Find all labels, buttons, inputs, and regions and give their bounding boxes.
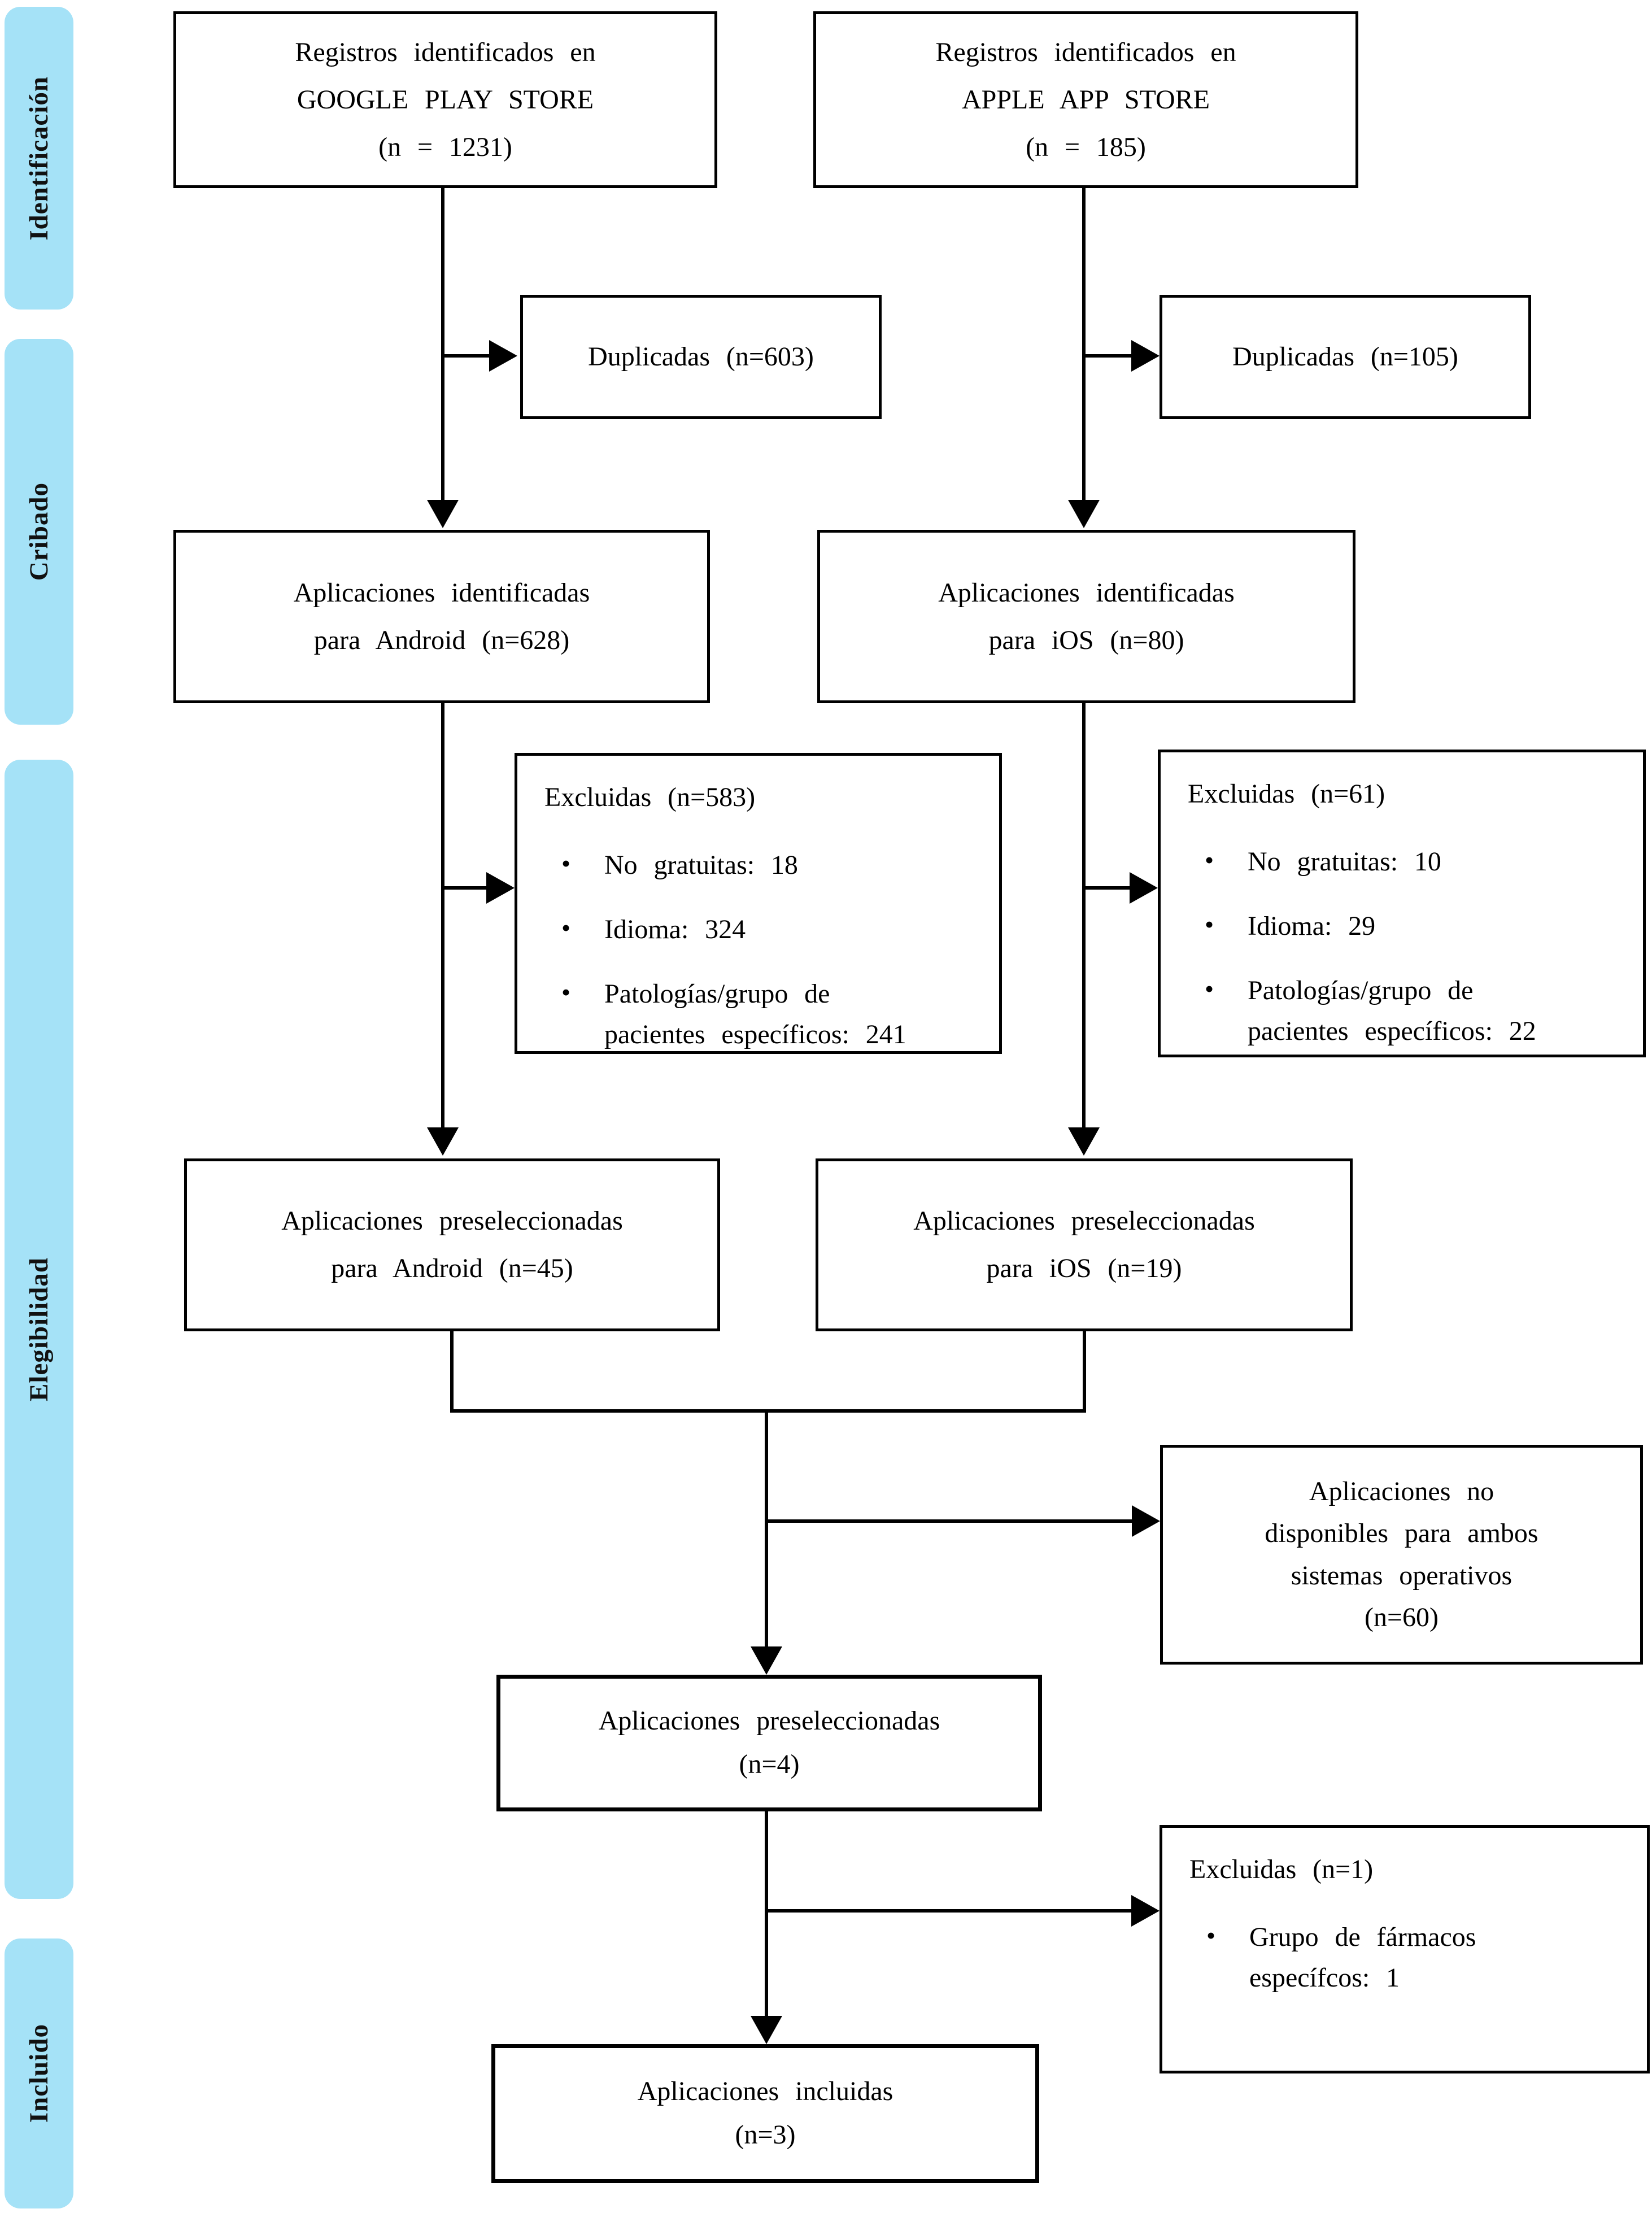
box-preseleccionadas-android: Aplicaciones preseleccionadas para Andro…	[184, 1158, 720, 1331]
box-identificadas-ios: Aplicaciones identificadas para iOS (n=8…	[817, 530, 1355, 703]
box-registros-apple-line3: (n = 185)	[1026, 132, 1146, 162]
box-identificadas-android: Aplicaciones identificadas para Android …	[173, 530, 710, 703]
box-registros-apple-line1: Registros identificados en	[935, 37, 1236, 67]
box-registros-google-play: Registros identificados en GOOGLE PLAY S…	[173, 11, 717, 188]
arrowhead-down-icon	[427, 500, 459, 528]
box-registros-apple-line2: APPLE APP STORE	[961, 84, 1210, 115]
connector-presel-both-to-incluidas	[765, 1811, 768, 2016]
box-incluidas-line1: Aplicaciones incluidas	[637, 2076, 893, 2107]
box-no-disponibles-line3: sistemas operativos	[1291, 1560, 1512, 1591]
box-incluidas-line2: (n=3)	[735, 2120, 796, 2150]
arrowhead-right-icon	[1130, 872, 1158, 904]
connector-apple-to-duplicadas	[1082, 354, 1131, 358]
box-identificadas-android-line1: Aplicaciones identificadas	[293, 577, 590, 608]
list-item: Idioma: 324	[544, 908, 917, 950]
box-identificadas-ios-line2: para iOS (n=80)	[988, 625, 1184, 655]
connector-android-to-presel	[441, 703, 444, 1127]
box-duplicadas-google: Duplicadas (n=603)	[520, 295, 882, 419]
phase-label-cribado: Cribado	[24, 482, 54, 581]
box-incluidas: Aplicaciones incluidas (n=3)	[491, 2044, 1039, 2183]
box-preseleccionadas-ambos-line1: Aplicaciones preseleccionadas	[598, 1706, 940, 1736]
connector-google-to-duplicadas	[441, 354, 489, 358]
box-registros-google-play-line2: GOOGLE PLAY STORE	[297, 84, 594, 115]
box-preseleccionadas-android-line2: para Android (n=45)	[331, 1253, 573, 1283]
arrowhead-down-icon	[1068, 500, 1100, 528]
arrowhead-right-icon	[1131, 340, 1160, 372]
arrowhead-down-icon	[751, 1646, 782, 1675]
list-item: No gratuitas: 18	[544, 844, 917, 886]
box-preseleccionadas-ios: Aplicaciones preseleccionadas para iOS (…	[816, 1158, 1353, 1331]
box-duplicadas-google-label: Duplicadas (n=603)	[588, 342, 814, 372]
connector-android-to-excluidas	[441, 886, 486, 890]
list-item: Idioma: 29	[1188, 905, 1561, 947]
phase-band-identificacion: Identificación	[5, 7, 73, 310]
phase-label-elegibilidad: Elegibilidad	[24, 1257, 54, 1401]
box-preseleccionadas-ambos-line2: (n=4)	[739, 1749, 800, 1779]
box-no-disponibles-line4: (n=60)	[1364, 1602, 1439, 1632]
list-item: Grupo de fármacos específcos: 1	[1189, 1916, 1562, 1998]
box-preseleccionadas-ambos: Aplicaciones preseleccionadas (n=4)	[496, 1675, 1042, 1811]
arrowhead-down-icon	[427, 1127, 459, 1156]
excluidas-android-bullet-list: No gratuitas: 18 Idioma: 324 Patologías/…	[544, 844, 917, 1055]
connector-google-to-android	[441, 188, 444, 500]
arrowhead-right-icon	[1131, 1895, 1160, 1927]
connector-presel-ios-drop	[1083, 1331, 1086, 1413]
box-registros-google-play-line3: (n = 1231)	[378, 132, 512, 162]
box-no-disponibles-ambos: Aplicaciones no disponibles para ambos s…	[1160, 1445, 1643, 1665]
arrowhead-down-icon	[1068, 1127, 1100, 1156]
box-duplicadas-apple: Duplicadas (n=105)	[1160, 295, 1531, 419]
box-excluidas-final: Excluidas (n=1) Grupo de fármacos especí…	[1160, 1825, 1650, 2073]
connector-ios-to-excluidas	[1082, 886, 1130, 890]
box-preseleccionadas-ios-line1: Aplicaciones preseleccionadas	[913, 1206, 1255, 1236]
phase-label-incluido: Incluido	[24, 2024, 54, 2123]
excluidas-final-bullet-list: Grupo de fármacos específcos: 1	[1189, 1916, 1562, 1998]
connector-to-excluidas-final	[765, 1909, 1131, 1913]
box-registros-google-play-line1: Registros identificados en	[295, 37, 596, 67]
arrowhead-right-icon	[489, 340, 517, 372]
list-item: No gratuitas: 10	[1188, 840, 1561, 882]
box-preseleccionadas-ios-line2: para iOS (n=19)	[986, 1253, 1182, 1283]
box-excluidas-ios: Excluidas (n=61) No gratuitas: 10 Idioma…	[1158, 750, 1646, 1057]
excluidas-ios-bullet-list: No gratuitas: 10 Idioma: 29 Patologías/g…	[1188, 840, 1561, 1052]
phase-band-cribado: Cribado	[5, 339, 73, 725]
connector-apple-to-ios	[1082, 188, 1086, 500]
list-item: Patologías/grupo de pacientes específico…	[1188, 969, 1561, 1052]
list-item: Patologías/grupo de pacientes específico…	[544, 973, 917, 1055]
box-preseleccionadas-android-line1: Aplicaciones preseleccionadas	[281, 1206, 623, 1236]
box-no-disponibles-line1: Aplicaciones no	[1309, 1476, 1494, 1506]
connector-merge-horizontal	[450, 1409, 1086, 1413]
box-identificadas-android-line2: para Android (n=628)	[313, 625, 570, 655]
box-registros-apple-app-store: Registros identificados en APPLE APP STO…	[813, 11, 1358, 188]
arrowhead-right-icon	[1132, 1505, 1160, 1537]
connector-to-no-disponibles	[765, 1519, 1132, 1523]
connector-merge-to-presel-both	[765, 1409, 768, 1646]
box-excluidas-android-title: Excluidas (n=583)	[544, 782, 756, 812]
phase-band-elegibilidad: Elegibilidad	[5, 760, 73, 1899]
box-duplicadas-apple-label: Duplicadas (n=105)	[1232, 342, 1458, 372]
connector-presel-android-drop	[450, 1331, 454, 1413]
connector-ios-to-presel	[1082, 703, 1086, 1127]
phase-label-identificacion: Identificación	[24, 76, 54, 241]
box-no-disponibles-line2: disponibles para ambos	[1265, 1518, 1538, 1549]
phase-band-incluido: Incluido	[5, 1938, 73, 2208]
box-excluidas-android: Excluidas (n=583) No gratuitas: 18 Idiom…	[515, 753, 1002, 1054]
box-identificadas-ios-line1: Aplicaciones identificadas	[938, 577, 1235, 608]
arrowhead-down-icon	[751, 2016, 782, 2044]
box-excluidas-ios-title: Excluidas (n=61)	[1188, 779, 1385, 809]
box-excluidas-final-title: Excluidas (n=1)	[1189, 1854, 1374, 1884]
arrowhead-right-icon	[486, 872, 515, 904]
